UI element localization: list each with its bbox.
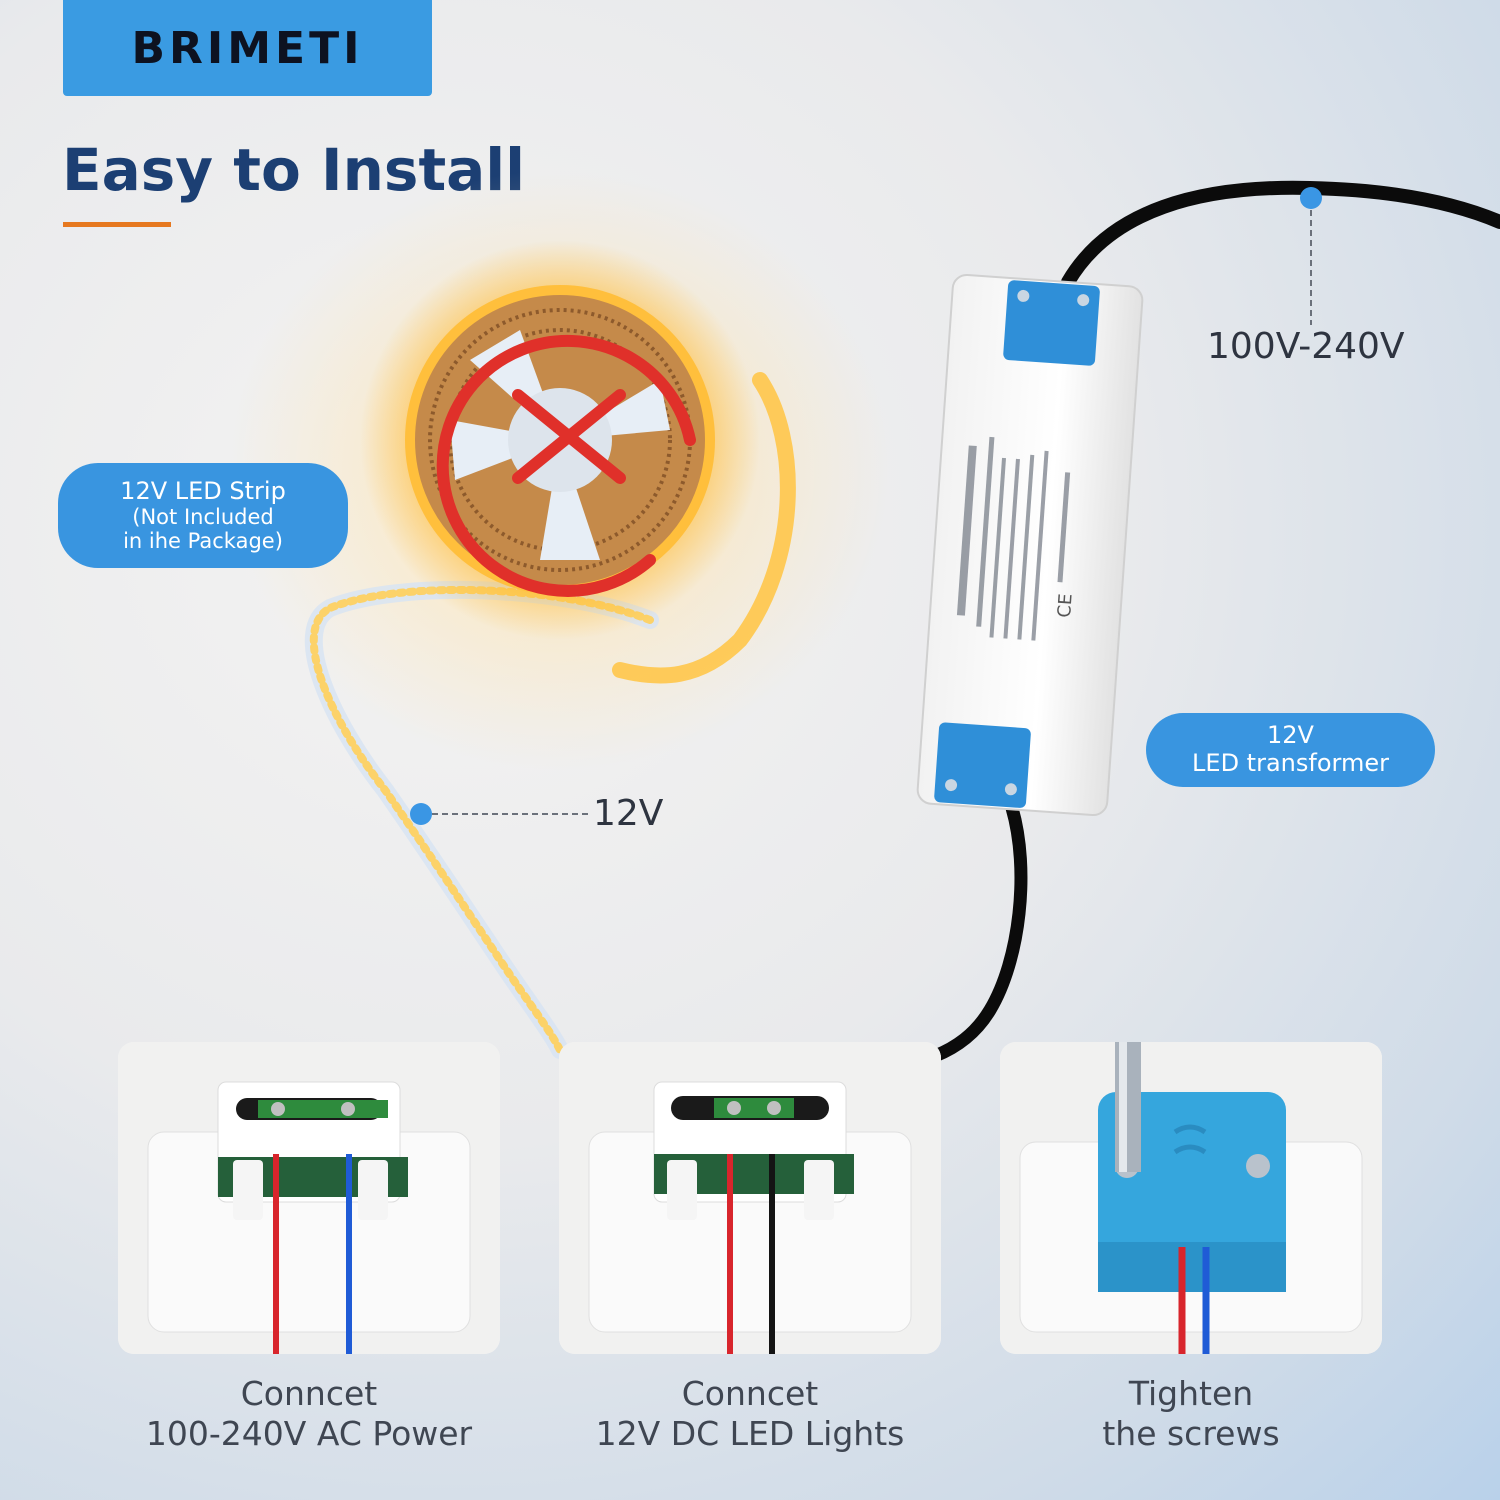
step-caption-dc-output-line1: Conncet xyxy=(681,1374,819,1413)
led-strip-label: 12V LED Strip (Not Included in ihe Packa… xyxy=(58,463,348,568)
step-caption-ac-power-line2: 100-240V AC Power xyxy=(145,1414,473,1454)
input-terminal-cover xyxy=(1003,280,1100,366)
title-underline xyxy=(63,222,171,227)
step-caption-dc-output-line2: 12V DC LED Lights xyxy=(595,1414,905,1454)
transformer-label-line2: LED transformer xyxy=(1192,749,1389,777)
ce-mark-icon: CE xyxy=(1054,593,1077,618)
cross-icon xyxy=(436,334,696,597)
brand-logo-text: BRIMETI xyxy=(131,22,364,74)
output-terminal-cover xyxy=(934,722,1031,808)
step-photo-ac-power xyxy=(118,1042,500,1354)
step-caption-ac-power-line1: Conncet xyxy=(240,1374,378,1413)
transformer-label: 12V LED transformer xyxy=(1146,713,1435,787)
led-strip-label-note-1: (Not Included xyxy=(132,505,274,530)
step-caption-dc-output: Conncet 12V DC LED Lights xyxy=(550,1374,950,1455)
brand-logo: BRIMETI xyxy=(63,0,432,96)
dc-output-cable xyxy=(928,801,1028,1063)
output-voltage-marker xyxy=(410,803,432,825)
input-voltage-label: 100V-240V xyxy=(1207,326,1405,367)
led-strip-label-title: 12V LED Strip xyxy=(120,476,286,505)
ac-power-cable xyxy=(1061,180,1500,289)
step-photo-dc-output xyxy=(559,1042,941,1354)
step-caption-tighten-line1: Tighten xyxy=(1128,1374,1254,1413)
step-caption-tighten: Tighten the screws xyxy=(991,1374,1391,1455)
step-caption-tighten-line2: the screws xyxy=(1102,1414,1280,1454)
led-strip-arc xyxy=(612,372,796,684)
screwdriver xyxy=(1115,1042,1141,1172)
led-strip-label-note-2: in ihe Package) xyxy=(123,529,283,554)
transformer-label-line1: 12V xyxy=(1267,721,1314,750)
step-photo-tighten xyxy=(1000,1042,1382,1354)
led-driver: CE xyxy=(916,273,1144,817)
step-caption-ac-power: Conncet 100-240V AC Power xyxy=(109,1374,509,1455)
input-voltage-marker xyxy=(1300,187,1322,209)
output-voltage-label: 12V xyxy=(593,793,664,834)
